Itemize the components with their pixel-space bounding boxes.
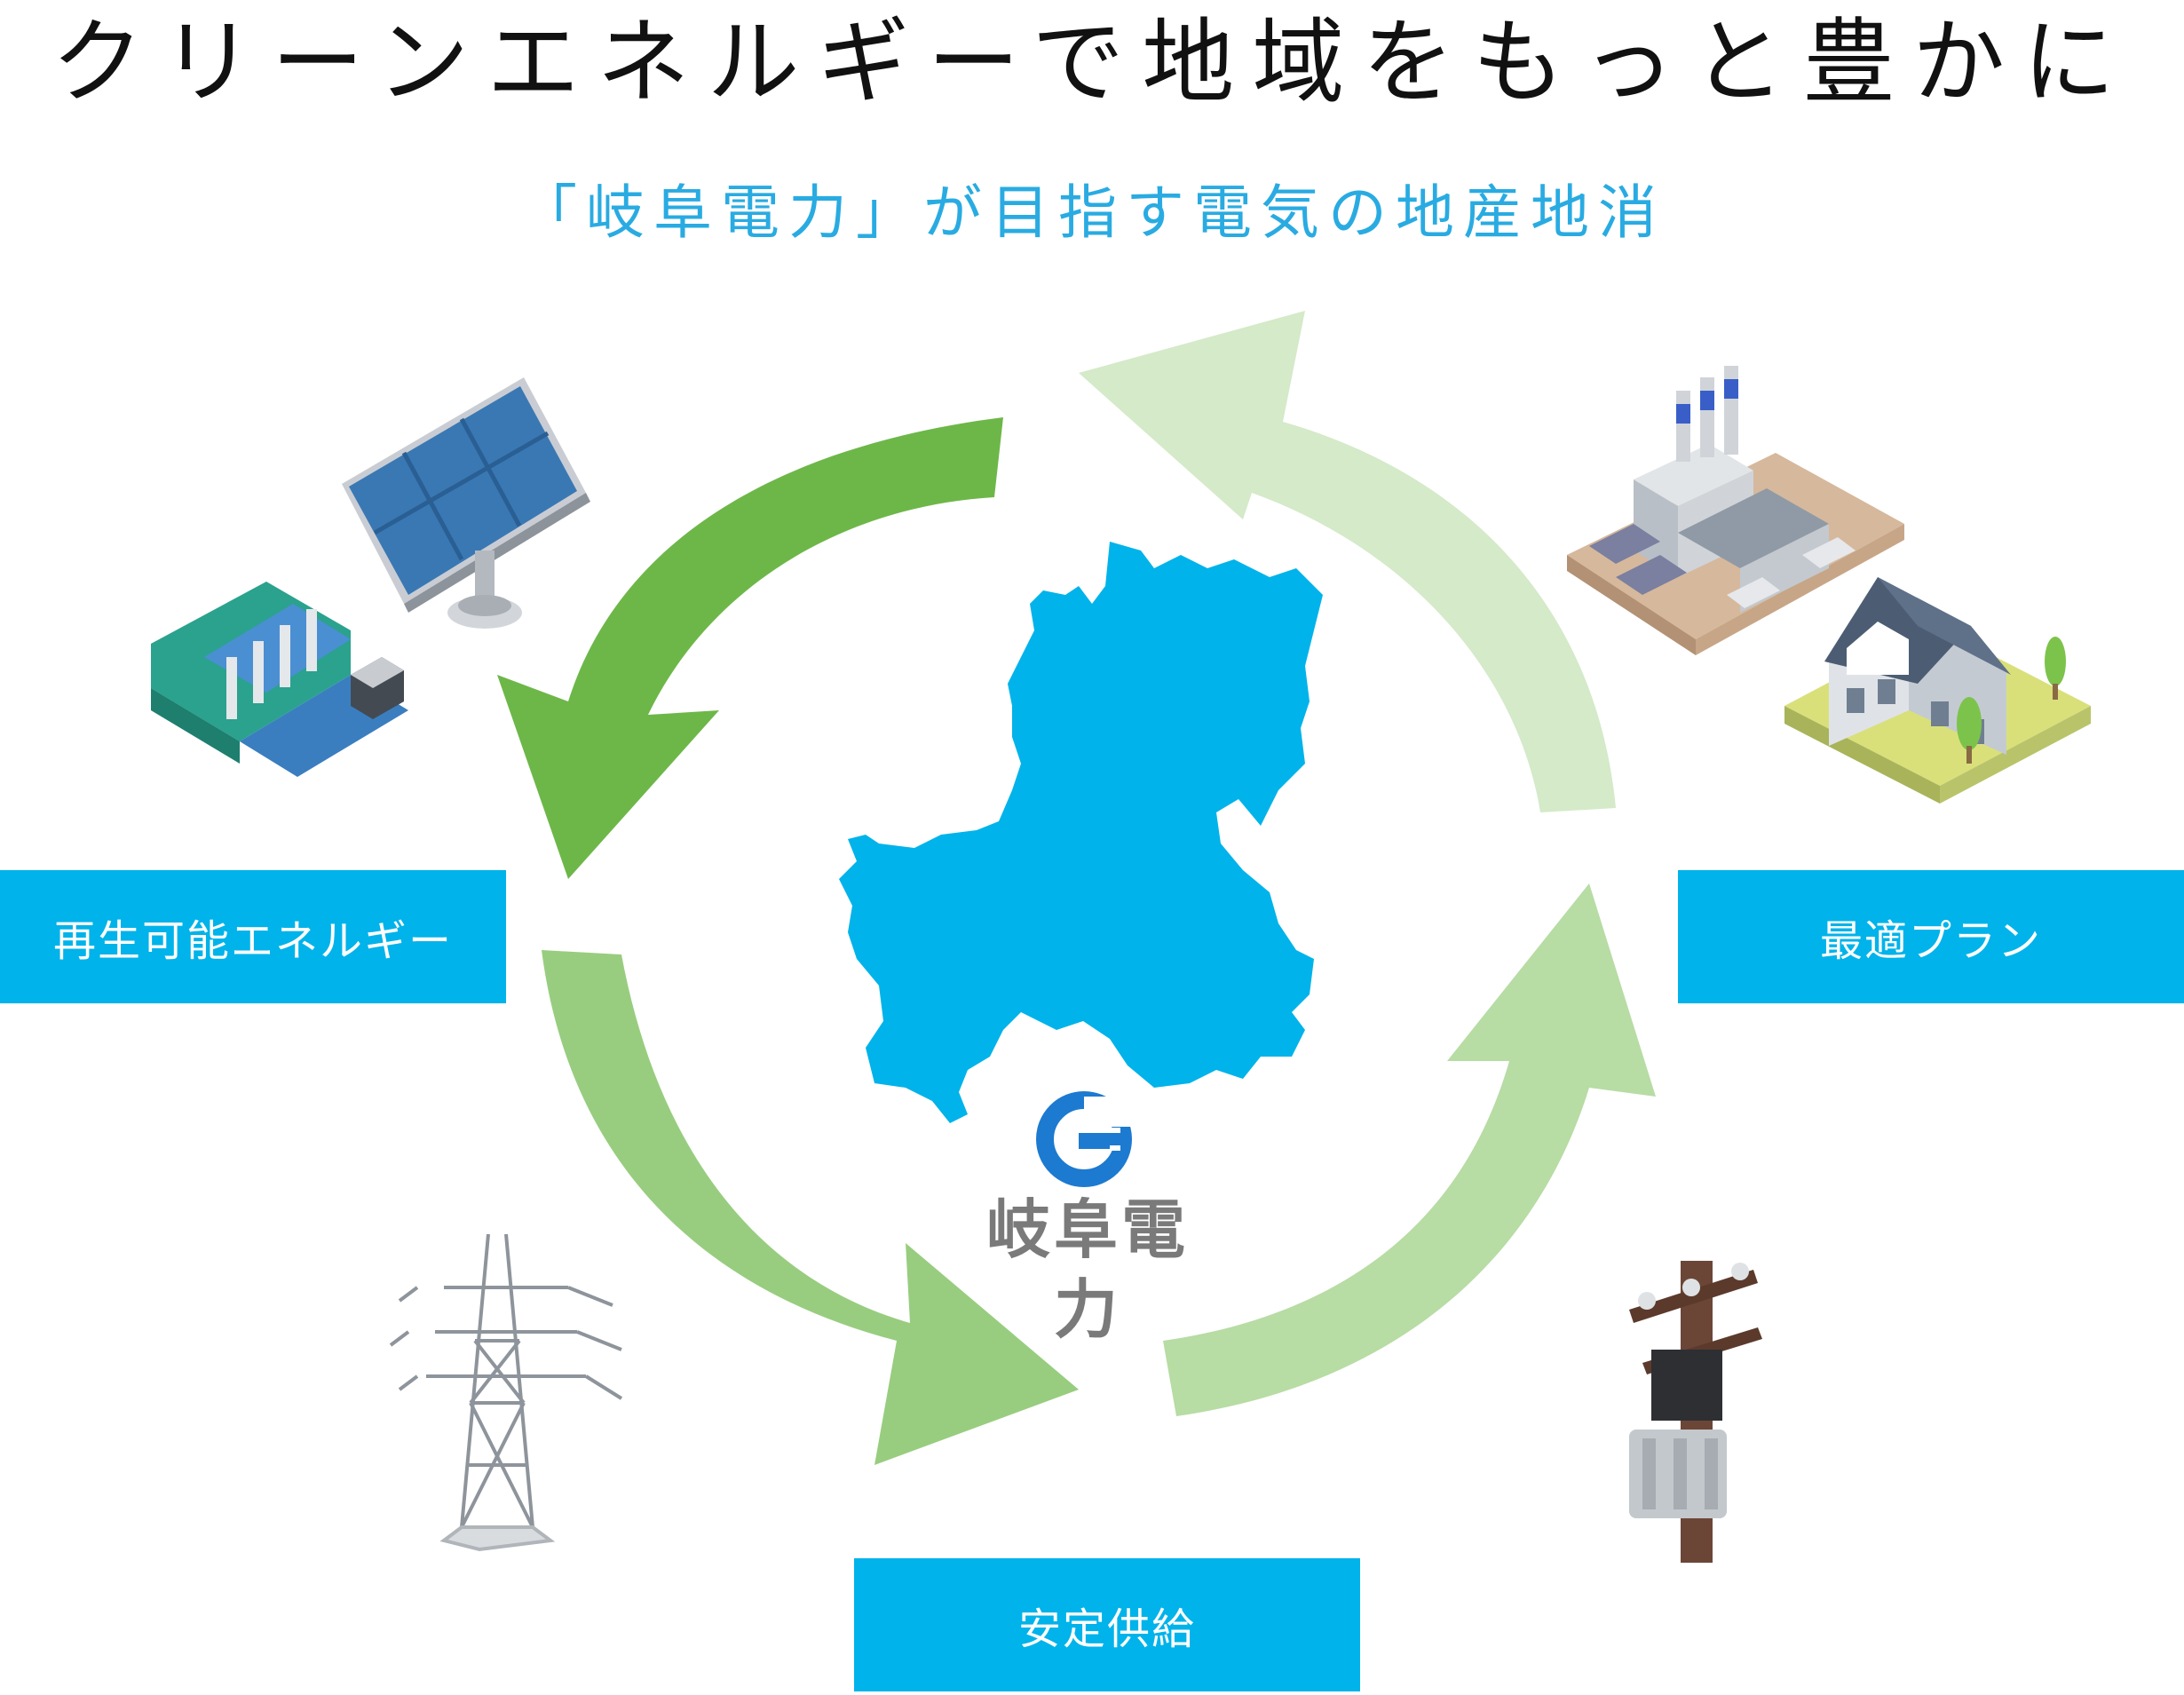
house-icon [1784, 577, 2091, 804]
headline: クリーンエネルギーで地域をもっと豊かに [51, 8, 2133, 116]
solar-panel-icon [342, 377, 590, 629]
utility-pole-icon [1629, 1261, 1762, 1563]
arrow-top-right [1079, 311, 1616, 812]
power-tower-icon [389, 1233, 623, 1552]
arrow-bottom-right [1163, 883, 1656, 1416]
label-renewable-energy: 再生可能エネルギー [0, 870, 506, 1003]
arrow-bottom-left [542, 950, 1079, 1465]
logo-name: 岐阜電力 [985, 1192, 1189, 1347]
cycle-arrows [497, 311, 1656, 1465]
arrow-top-left [497, 417, 1003, 879]
label-stable-supply: 安定供給 [854, 1558, 1360, 1691]
gifu-map-icon [839, 542, 1323, 1123]
logo-mark [1036, 1091, 1137, 1187]
label-optimal-plan: 最適プラン [1678, 870, 2184, 1003]
subtitle: 「岐阜電力」が目指す電気の地産地消 [518, 178, 1666, 247]
factory-icon [1567, 366, 1904, 655]
hydro-dam-icon [151, 582, 408, 777]
